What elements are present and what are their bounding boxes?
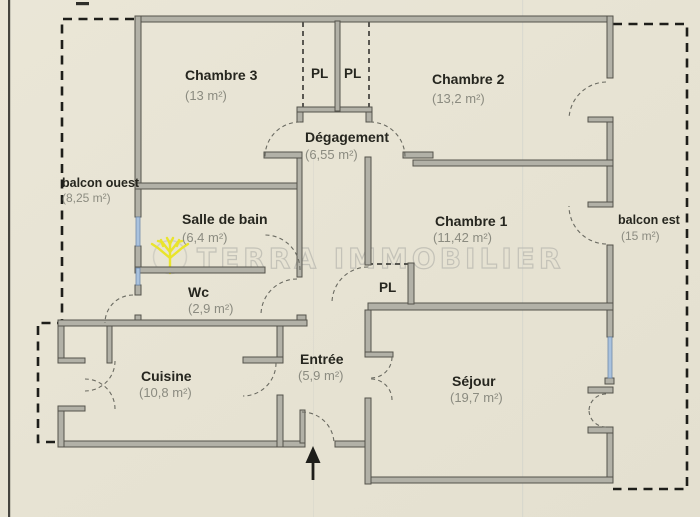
tree-twig: [159, 238, 165, 248]
scan-page-edge-line: [8, 0, 11, 517]
entrance-arrow-head: [305, 446, 321, 463]
walls: [57, 15, 615, 485]
wall-segment: [604, 377, 615, 385]
room-area-sejour: (19,7 m²): [450, 390, 503, 405]
wall-segment: [296, 314, 307, 321]
wall-segment: [134, 15, 614, 23]
wall-segment: [587, 386, 614, 394]
door-swing-arc: [588, 409, 607, 428]
room-name-wc: Wc: [188, 284, 209, 300]
door-swing-arc: [568, 205, 607, 245]
balcony-name-est: balcon est: [618, 213, 681, 227]
windows: [135, 216, 613, 379]
wall-segment: [606, 432, 614, 484]
balcony-area-est: (15 m²): [621, 229, 660, 243]
wall-segment: [134, 182, 303, 190]
wall-segment: [57, 357, 86, 364]
door-swing-arc: [370, 378, 393, 401]
room-name-salle-de-bain: Salle de bain: [182, 211, 268, 227]
wall-segment: [364, 309, 372, 355]
balcony-west-dashed-outline: [36, 17, 134, 444]
wall-segment: [57, 405, 86, 412]
tree-branch: [168, 242, 190, 260]
room-area-entree: (5,9 m²): [298, 368, 344, 383]
entrance-arrow-icon: [305, 446, 321, 480]
wall-segment: [367, 302, 614, 311]
wall-segment: [263, 151, 303, 159]
door-swing-arc: [84, 360, 116, 392]
wall-segment: [334, 440, 369, 448]
wall-segment: [296, 156, 303, 278]
wall-segment: [57, 319, 308, 327]
door-swing-arc: [242, 362, 277, 397]
room-name-sejour: Séjour: [452, 373, 496, 389]
window-glazing: [607, 336, 613, 379]
wall-segment: [276, 394, 284, 448]
wall-segment: [587, 201, 614, 208]
wall-segment: [364, 351, 394, 358]
wall-segment: [57, 322, 65, 362]
room-name-cuisine: Cuisine: [141, 368, 192, 384]
tree-twig: [175, 238, 181, 248]
balcony-name-ouest: balcon ouest: [62, 176, 140, 190]
room-area-cuisine: (10,8 m²): [139, 385, 192, 400]
door-swing-arc: [370, 356, 393, 379]
room-area-chambre-1: (11,42 m²): [433, 230, 492, 245]
closet-label-pl: PL: [344, 66, 361, 81]
wall-segment: [364, 156, 372, 266]
balcony-area-ouest: (8,25 m²): [62, 191, 111, 205]
door-swing-arc: [301, 411, 335, 445]
wall-segment: [407, 262, 415, 305]
entrance-arrow-shaft: [311, 460, 315, 480]
door-swing-arc: [260, 278, 298, 316]
wall-segment: [606, 244, 614, 338]
room-name-chambre-1: Chambre 1: [435, 213, 508, 229]
wall-segment: [134, 188, 142, 218]
wall-segment: [402, 151, 434, 159]
balcony-east-dashed-outline: [613, 22, 689, 491]
tree-branch: [150, 242, 172, 260]
wall-segment: [134, 15, 142, 190]
room-name-degagement: Dégagement: [305, 129, 389, 145]
closet-label-pl: PL: [379, 280, 396, 295]
room-area-degagement: (6,55 m²): [305, 147, 358, 162]
wall-segment: [412, 159, 614, 167]
wall-segment: [587, 116, 614, 123]
tree-twig: [168, 236, 175, 246]
wall-segment: [106, 325, 113, 364]
wall-segment: [276, 325, 284, 361]
room-area-chambre-3: (13 m²): [185, 88, 227, 103]
door-swings: [84, 81, 607, 445]
wall-segment: [57, 410, 65, 448]
wall-segment: [365, 476, 614, 484]
window-glazing: [135, 267, 141, 286]
scan-stray-mark: [76, 2, 89, 6]
room-name-entree: Entrée: [300, 351, 344, 367]
room-area-chambre-2: (13,2 m²): [432, 91, 485, 106]
wall-segment: [364, 397, 372, 485]
room-name-chambre-3: Chambre 3: [185, 67, 258, 83]
wall-segment: [334, 20, 341, 112]
wall-segment: [587, 426, 614, 434]
wall-segment: [134, 245, 142, 269]
room-area-salle-de-bain: (6,4 m²): [182, 230, 228, 245]
wall-segment: [57, 440, 306, 448]
closet-label-pl: PL: [311, 66, 328, 81]
room-name-chambre-2: Chambre 2: [432, 71, 505, 87]
wall-segment: [242, 356, 284, 364]
room-area-wc: (2,9 m²): [188, 301, 234, 316]
wall-segment: [299, 409, 306, 444]
window-glazing: [135, 216, 141, 247]
room-labels: Chambre 3 (13 m²) PL PL Chambre 2 (13,2 …: [62, 66, 681, 405]
wall-segment: [134, 284, 142, 296]
door-swing-arc: [84, 378, 116, 410]
door-swing-arc: [588, 393, 607, 412]
door-swing-arc: [104, 294, 134, 324]
wall-segment: [606, 15, 614, 79]
door-swing-arc: [568, 81, 607, 120]
wall-segment: [134, 266, 266, 274]
